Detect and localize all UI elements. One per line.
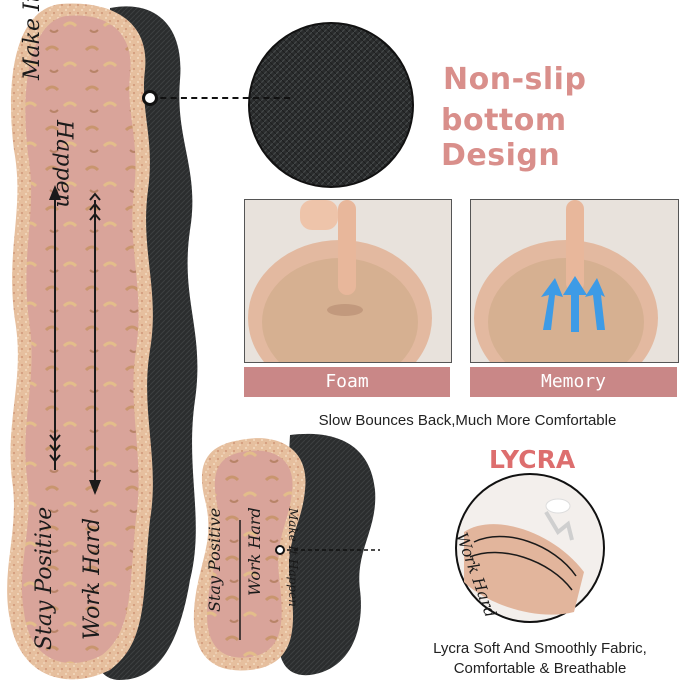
insole-text-happen: Happen <box>51 120 76 208</box>
lycra-caption-line2: Comfortable & Breathable <box>453 660 627 677</box>
insole-text-make-it: Make It <box>20 0 45 80</box>
memory-label: Memory <box>470 367 677 397</box>
insole-text-work-hard: Work Hard <box>80 517 105 640</box>
lycra-title: LYCRA <box>489 445 576 474</box>
callout-line-mesh <box>150 97 290 99</box>
headline-line2: bottom Design <box>441 103 567 173</box>
comparison-caption: Slow Bounces Back,Much More Comfortable <box>318 412 617 429</box>
memory-photo <box>470 199 679 363</box>
foam-photo <box>244 199 452 363</box>
tall-insole-image <box>7 3 198 680</box>
small-insole-make-it-happen: Make It Happen <box>286 508 300 607</box>
insole-text-stay-positive: Stay Positive <box>32 506 57 650</box>
headline-line1: Non-slip <box>443 62 587 97</box>
foam-label: Foam <box>244 367 450 397</box>
small-insole-work-hard: Work Hard <box>245 507 264 596</box>
small-insole-image <box>193 433 380 676</box>
small-insole-stay-positive: Stay Positive <box>205 507 224 612</box>
lycra-closeup-image <box>455 473 605 623</box>
lycra-caption-line1: Lycra Soft And Smoothly Fabric, <box>433 640 647 657</box>
blue-arrow-icon <box>541 276 605 332</box>
mesh-closeup-image <box>248 22 414 188</box>
callout-dot-icon <box>142 90 158 106</box>
